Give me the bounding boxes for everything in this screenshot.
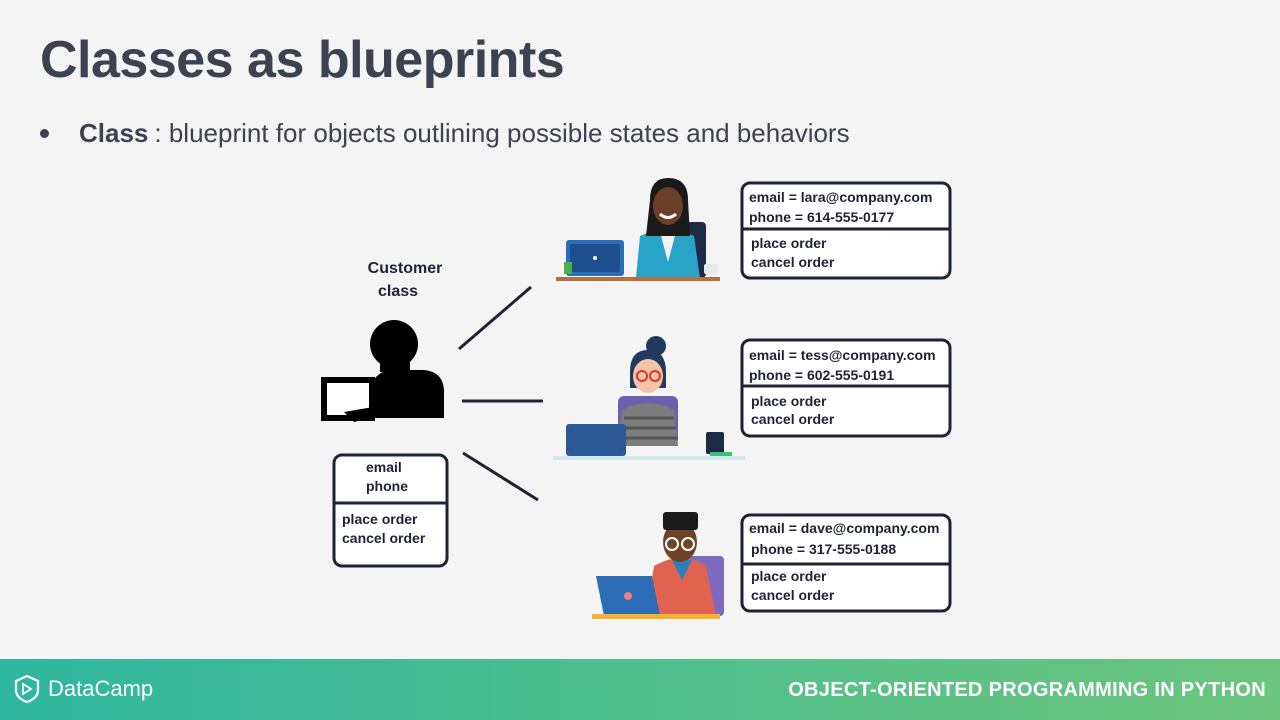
class-box: email phone place order cancel order [332, 453, 449, 568]
bullet-text: : blueprint for objects outlining possib… [154, 118, 850, 148]
object-dave-cancel-order: cancel order [751, 587, 835, 603]
customer-silhouette-icon [321, 320, 444, 422]
object-tess-email: email = tess@company.com [749, 347, 936, 363]
class-method-place-order: place order [342, 511, 418, 527]
object-box-dave: email = dave@company.com phone = 317-555… [740, 513, 952, 613]
slide-title: Classes as blueprints [40, 31, 565, 89]
object-dave-place-order: place order [751, 568, 827, 584]
class-attr-email: email [366, 459, 402, 475]
bullet-item: Class : blueprint for objects outlining … [40, 118, 850, 149]
object-tess-cancel-order: cancel order [751, 411, 835, 427]
bullet-term: Class [79, 118, 149, 148]
datacamp-shield-icon [14, 675, 40, 703]
person-tess-illustration [553, 336, 745, 460]
object-box-lara: email = lara@company.com phone = 614-555… [740, 181, 952, 280]
connector-line-top [458, 285, 532, 351]
datacamp-logo: DataCamp [14, 675, 153, 703]
class-attr-phone: phone [366, 478, 408, 494]
object-dave-email: email = dave@company.com [749, 520, 939, 536]
object-lara-email: email = lara@company.com [749, 189, 932, 205]
person-dave-illustration [592, 512, 724, 619]
course-title: OBJECT-ORIENTED PROGRAMMING IN PYTHON [788, 679, 1266, 701]
object-lara-place-order: place order [751, 235, 827, 251]
person-lara-illustration [556, 178, 720, 281]
object-box-tess: email = tess@company.com phone = 602-555… [740, 338, 952, 438]
class-caption-line1: Customer [368, 260, 443, 277]
class-object-diagram: Customer class email phone place order c… [321, 178, 952, 619]
footer-bar: DataCamp OBJECT-ORIENTED PROGRAMMING IN … [0, 659, 1280, 720]
connector-line-bottom [462, 451, 539, 502]
class-caption-line2: class [378, 283, 418, 300]
object-lara-cancel-order: cancel order [751, 254, 835, 270]
object-tess-phone: phone = 602-555-0191 [749, 367, 894, 383]
object-tess-place-order: place order [751, 393, 827, 409]
bullet-dot [40, 129, 49, 138]
brand-name: DataCamp [48, 676, 154, 701]
object-dave-phone: phone = 317-555-0188 [751, 541, 896, 557]
object-lara-phone: phone = 614-555-0177 [749, 209, 894, 225]
class-method-cancel-order: cancel order [342, 530, 426, 546]
